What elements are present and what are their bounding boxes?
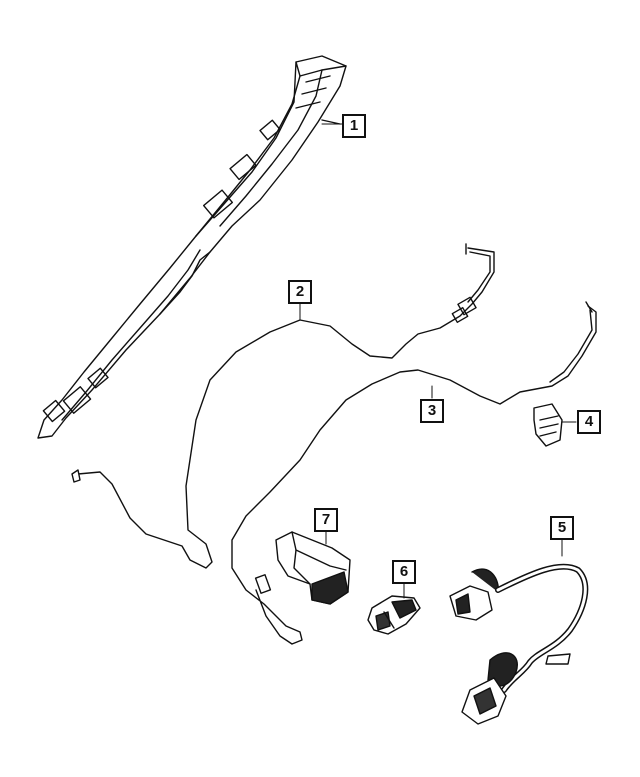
part-4-clip	[533, 403, 563, 447]
leader-lines	[299, 123, 577, 599]
callout-3: 3	[420, 399, 444, 423]
part-6-sensor	[367, 595, 421, 635]
callout-7: 7	[314, 508, 338, 532]
callout-1: 1	[342, 114, 366, 138]
part-7-bracket	[275, 531, 351, 605]
callout-4: 4	[577, 410, 601, 434]
callout-5: 5	[550, 516, 574, 540]
part-5-wiring-harness	[449, 563, 589, 725]
callout-2: 2	[288, 280, 312, 304]
part-3-brake-tube	[231, 301, 597, 645]
callout-6: 6	[392, 560, 416, 584]
part-2-brake-tube	[71, 243, 495, 569]
part-1-rail-bracket	[37, 55, 347, 439]
